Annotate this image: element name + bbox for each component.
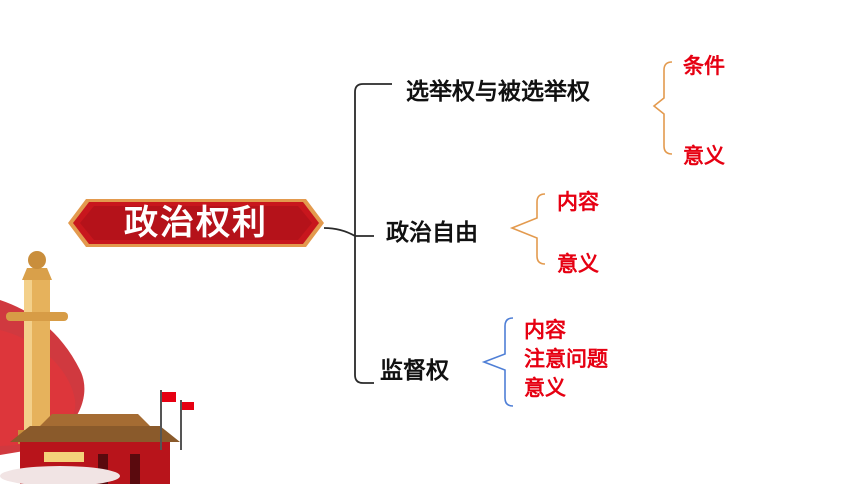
main-title: 政治权利: [124, 203, 268, 243]
item-supervision-content: 内容: [524, 318, 566, 342]
bracket-branch-2: [509, 193, 546, 265]
item-election-significance: 意义: [683, 144, 725, 168]
item-supervision-significance: 意义: [524, 376, 566, 400]
branch-label-election: 选举权与被选举权: [406, 79, 590, 105]
title-banner: 政治权利: [68, 199, 324, 247]
item-supervision-notes: 注意问题: [524, 347, 608, 371]
tiananmen-pillar-illustration: [0, 251, 194, 484]
item-freedom-significance: 意义: [557, 252, 599, 276]
bracket-branch-3: [481, 317, 514, 407]
main-bracket: [323, 83, 392, 384]
branch-label-political-freedom: 政治自由: [386, 220, 478, 246]
item-election-conditions: 条件: [683, 54, 725, 78]
bracket-branch-1: [652, 61, 673, 155]
item-freedom-content: 内容: [557, 190, 599, 214]
branch-label-supervision: 监督权: [380, 358, 449, 384]
